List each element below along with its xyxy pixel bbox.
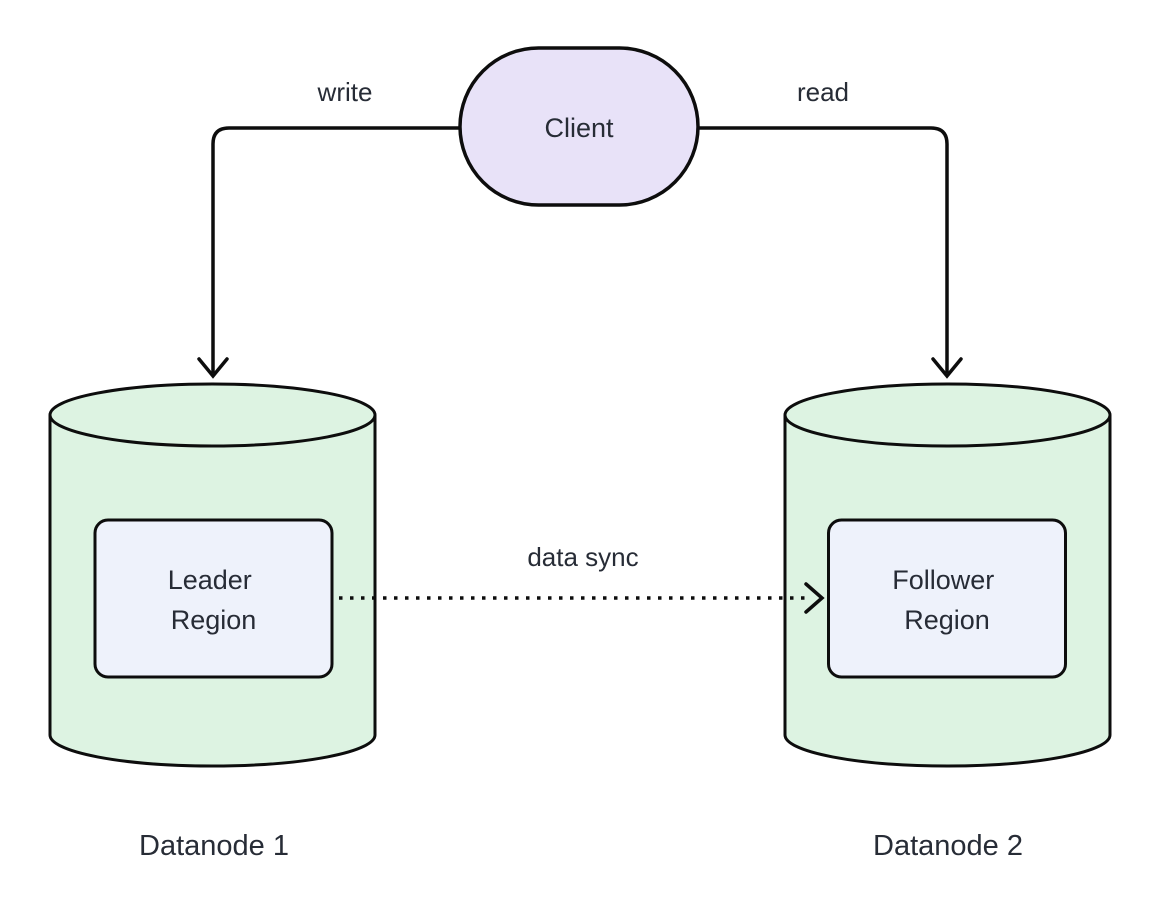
datanode2-cylinder-rim [783,414,1112,448]
leader-region-box [93,518,334,679]
leader-region-label: Leader Region [168,565,260,635]
edge-data-sync: data sync [339,542,825,614]
datanode2-caption: Datanode 2 [873,830,1023,862]
write-arrow-line [211,126,460,373]
client-shape [458,46,700,207]
datanode2-node: Follower Region Datanode 2 [783,382,1112,862]
client-node: Client [458,46,700,207]
read-edge-label: read [797,77,849,107]
read-arrowhead-icon [931,357,963,379]
data-sync-edge-label: data sync [527,542,638,572]
edge-read: read [698,77,963,379]
datanode1-cylinder-rim [48,414,377,448]
client-label: Client [544,113,614,143]
follower-region-box [827,518,1067,679]
data-sync-arrowhead-icon [804,582,825,614]
write-edge-label: write [317,77,373,107]
write-arrowhead-icon [197,357,229,379]
datanode1-caption: Datanode 1 [139,830,289,862]
read-arrow-line [698,126,949,373]
follower-region-label: Follower Region [892,565,1002,635]
edge-write: write [197,77,460,379]
datanode1-node: Leader Region Datanode 1 [48,382,377,862]
